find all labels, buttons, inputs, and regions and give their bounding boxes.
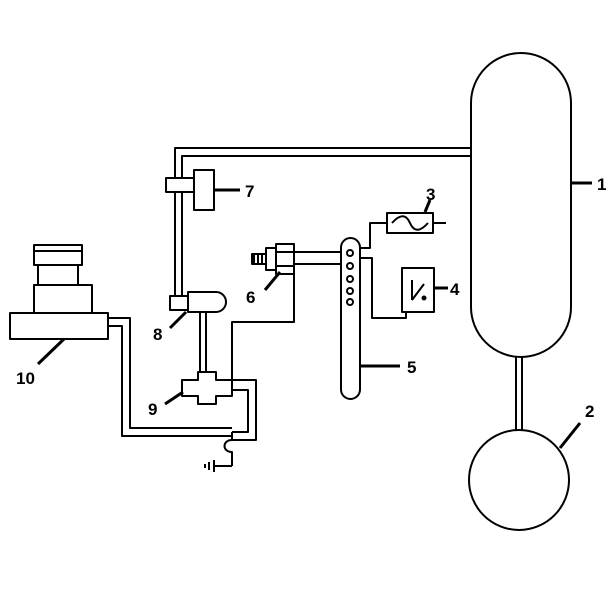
callout-5: 5 xyxy=(407,358,416,377)
ground-symbol xyxy=(204,432,233,472)
pipe-8-9 xyxy=(199,312,207,372)
tank-1 xyxy=(470,52,572,358)
tank-neck xyxy=(515,356,523,432)
wire-6-5 xyxy=(294,251,341,265)
fitting-7 xyxy=(165,169,215,211)
fitting-9 xyxy=(181,371,257,441)
callout-7: 7 xyxy=(245,182,254,201)
unit-10 xyxy=(9,244,109,340)
wire-6-9 xyxy=(231,260,295,380)
pipe-10-9 xyxy=(108,317,232,437)
callout-4: 4 xyxy=(450,280,460,299)
callout-10: 10 xyxy=(16,369,35,388)
callout-3: 3 xyxy=(426,185,435,204)
callout-8: 8 xyxy=(153,325,162,344)
connector-strip-5 xyxy=(340,237,361,400)
sensor-6 xyxy=(251,243,295,275)
main-pipe xyxy=(174,147,471,300)
sphere-2 xyxy=(468,429,570,531)
callout-6: 6 xyxy=(246,288,255,307)
callout-9: 9 xyxy=(148,400,157,419)
fuse-3 xyxy=(386,212,446,234)
valve-8 xyxy=(169,291,227,313)
relay-4 xyxy=(401,267,435,313)
callout-2: 2 xyxy=(585,402,594,421)
callout-leaders xyxy=(36,181,592,449)
callout-1: 1 xyxy=(597,175,606,194)
wire-5-3-4 xyxy=(360,222,407,319)
